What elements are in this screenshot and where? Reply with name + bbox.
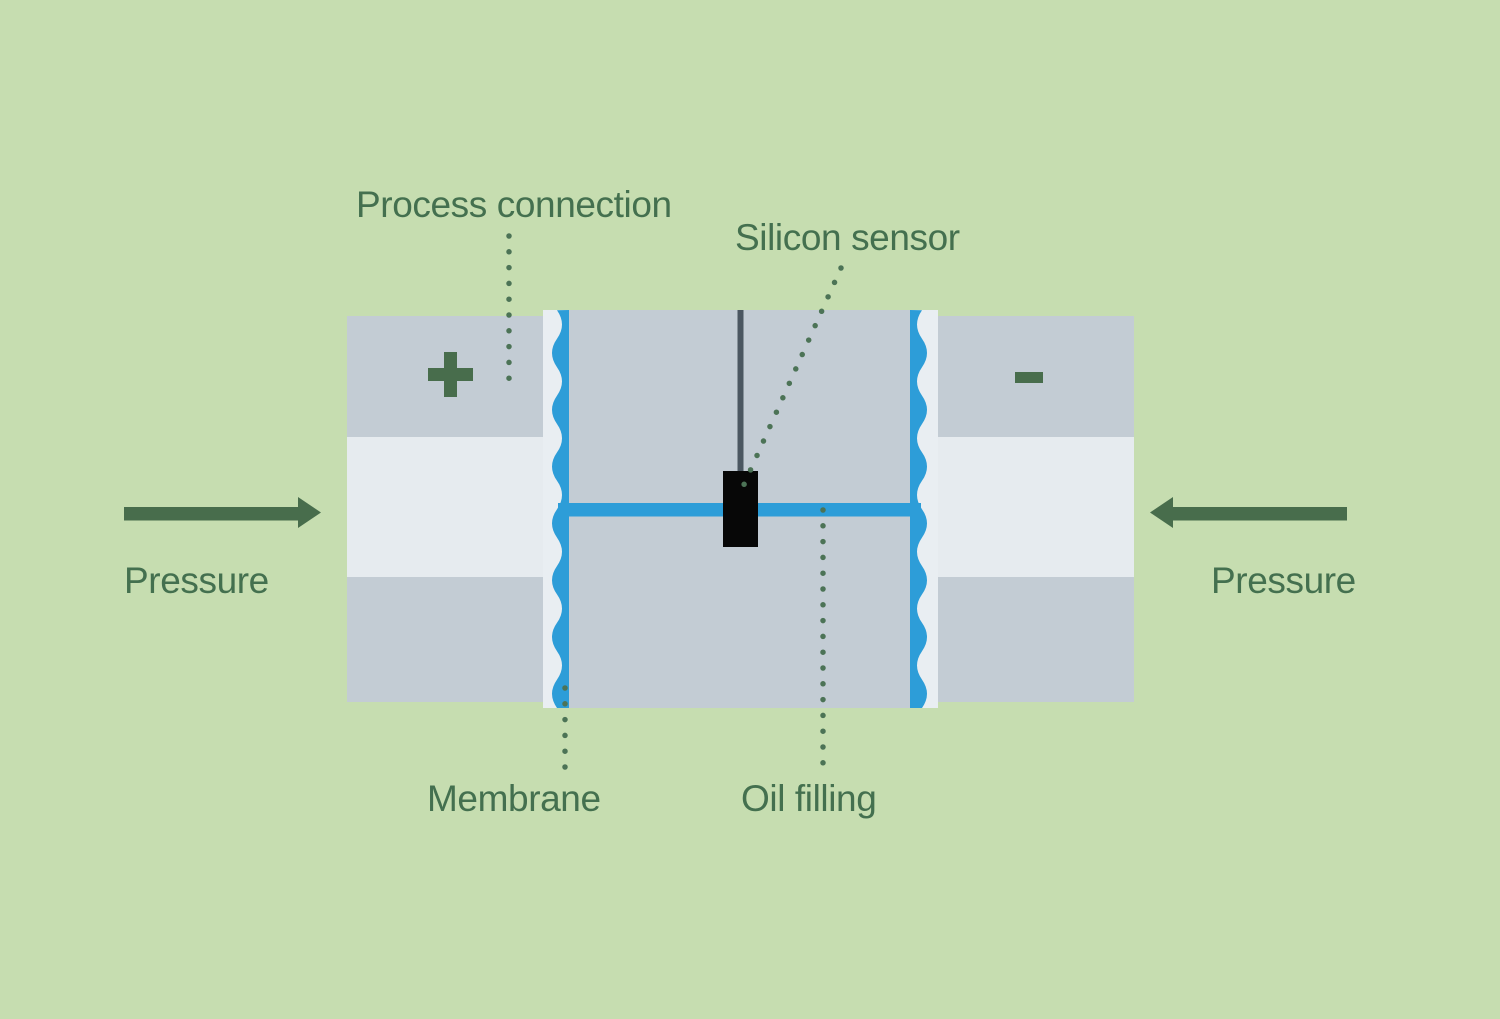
membrane-left (552, 310, 569, 708)
oil-filling-label: Oil filling (741, 778, 877, 819)
right-pressure-channel (938, 437, 1134, 577)
membrane-right (910, 310, 927, 708)
arrow-left-icon (1150, 497, 1347, 528)
right-block-bottom-band (938, 577, 1134, 702)
silicon-sensor-chip (723, 471, 758, 547)
arrow-right-icon (124, 497, 321, 528)
process-connection-label: Process connection (356, 184, 672, 225)
left-pressure-channel (347, 437, 545, 577)
pressure-label-left: Pressure (124, 560, 269, 601)
silicon-sensor-label: Silicon sensor (735, 217, 960, 258)
membrane-label: Membrane (427, 778, 601, 819)
pressure-label-right: Pressure (1211, 560, 1356, 601)
plus-symbol (428, 352, 473, 397)
process-connection-block-left (347, 316, 545, 702)
minus-symbol (1015, 372, 1043, 383)
sensor-wire (737, 310, 744, 473)
leader-line-silicon-sensor (739, 265, 844, 492)
process-connection-block-right (938, 316, 1134, 702)
left-block-bottom-band (347, 577, 545, 702)
